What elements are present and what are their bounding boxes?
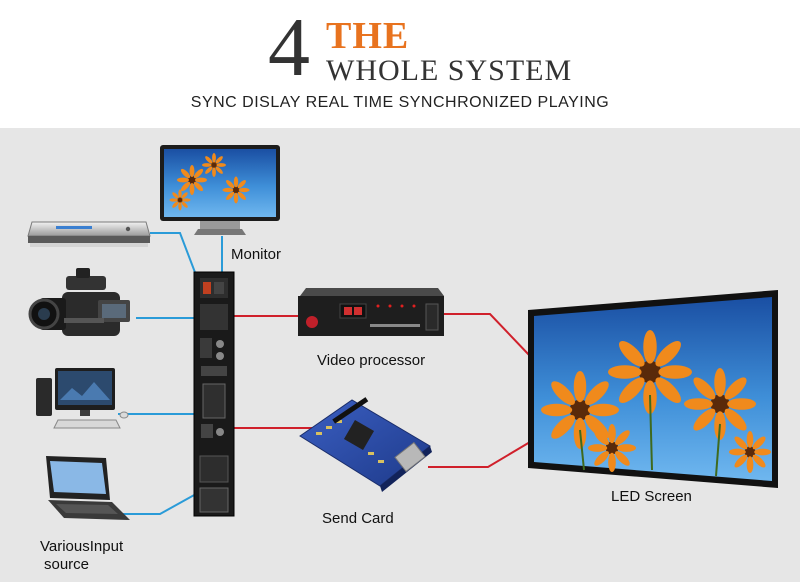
section-number: 4 [268,1,310,94]
input-source-label: VariousInput source [40,538,123,574]
led-screen-icon [528,290,778,488]
title-banner: 4 THE WHOLE SYSTEM SYNC DISLAY REAL TIME… [0,0,800,128]
video-processor-label: Video processor [317,352,426,369]
dvd-player-icon [27,221,151,247]
send-card-icon [299,397,432,492]
input-source-label-line-2: source [44,556,90,573]
video-processor-icon [298,288,444,336]
subtitle: SYNC DISLAY REAL TIME SYNCHRONIZED PLAYI… [190,94,610,111]
title-line-1: THE [326,15,410,57]
send-card-label: Send Card [322,510,394,527]
input-connections [118,232,197,515]
video-camera-icon [28,268,130,336]
title-line-2: WHOLE SYSTEM [326,54,573,87]
laptop-icon [46,456,130,520]
output-connections [232,313,531,468]
input-source-label-line-1: VariousInput [40,538,124,555]
monitor-label: Monitor [231,246,282,263]
monitor-icon [160,145,280,235]
switcher-unit-icon [193,271,235,517]
desktop-computer-icon [36,368,129,429]
led-screen-label: LED Screen [611,488,692,505]
